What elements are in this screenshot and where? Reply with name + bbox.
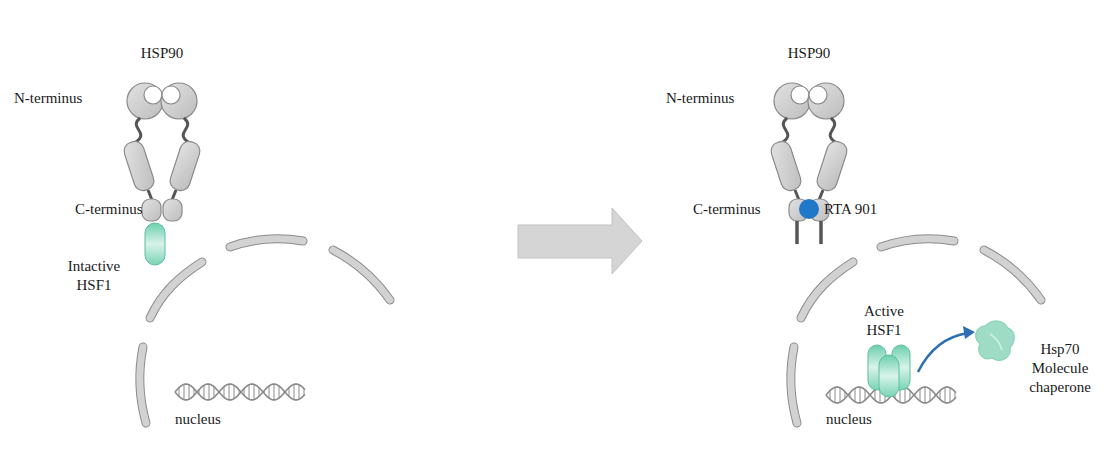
part-label: HSP90: [788, 44, 831, 63]
part-label: nucleus: [175, 410, 221, 429]
part-label: N-terminus: [666, 89, 734, 108]
part-label: nucleus: [826, 410, 872, 429]
part-label: N-terminus: [14, 89, 82, 108]
part-label: Intactive HSF1: [59, 257, 129, 295]
part-label: HSP90: [141, 44, 184, 63]
part-label: Hsp70 Molecule chaperone: [1018, 340, 1102, 397]
part-label: C-terminus: [693, 200, 761, 219]
part-label: Active HSF1: [849, 302, 919, 340]
part-label: C-terminus: [75, 200, 143, 219]
part-label: RTA 901: [824, 200, 877, 219]
